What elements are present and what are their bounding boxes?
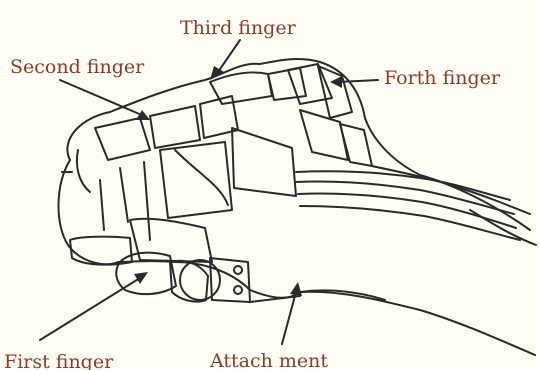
palm-lower-block — [130, 219, 212, 262]
second-finger-segment-2 — [150, 106, 200, 148]
palm-crease — [175, 150, 228, 205]
arm-lower-edge — [300, 292, 535, 355]
tendon-cable-5 — [372, 166, 530, 214]
third-finger-segment-1 — [210, 72, 272, 104]
tendon-cable-2 — [296, 181, 514, 214]
attachment-arrowhead — [290, 282, 302, 296]
tendon-cable-1 — [296, 171, 510, 200]
tendon-cable-4 — [300, 206, 520, 240]
second-finger-detail — [62, 150, 90, 192]
tendon-cable-3 — [298, 193, 516, 228]
forth-finger-segment-3 — [300, 110, 348, 160]
label-second-finger: Second finger — [10, 58, 144, 77]
third-finger-segment-2 — [268, 68, 306, 100]
attachment-bolt — [234, 266, 242, 274]
palm-block — [232, 128, 296, 196]
attachment-bracket — [210, 258, 250, 302]
second-finger-arrow — [60, 80, 144, 116]
first-finger-arrowhead — [134, 272, 148, 284]
label-first-finger: First finger — [4, 353, 113, 370]
forth-finger-arrowhead — [330, 76, 342, 88]
second-finger-arrowhead — [136, 110, 150, 120]
label-attachment: Attach ment — [210, 352, 328, 370]
attachment-arrow — [282, 292, 296, 344]
attachment-roller — [180, 260, 220, 300]
palm-inner-block — [160, 142, 232, 218]
second-finger-segment-1 — [95, 118, 150, 160]
attachment-bolt-lower — [234, 286, 242, 294]
label-third-finger: Third finger — [180, 19, 296, 38]
first-finger-arrow — [40, 278, 140, 340]
palm-mid-line — [100, 162, 150, 240]
label-forth-finger: Forth finger — [384, 69, 500, 88]
